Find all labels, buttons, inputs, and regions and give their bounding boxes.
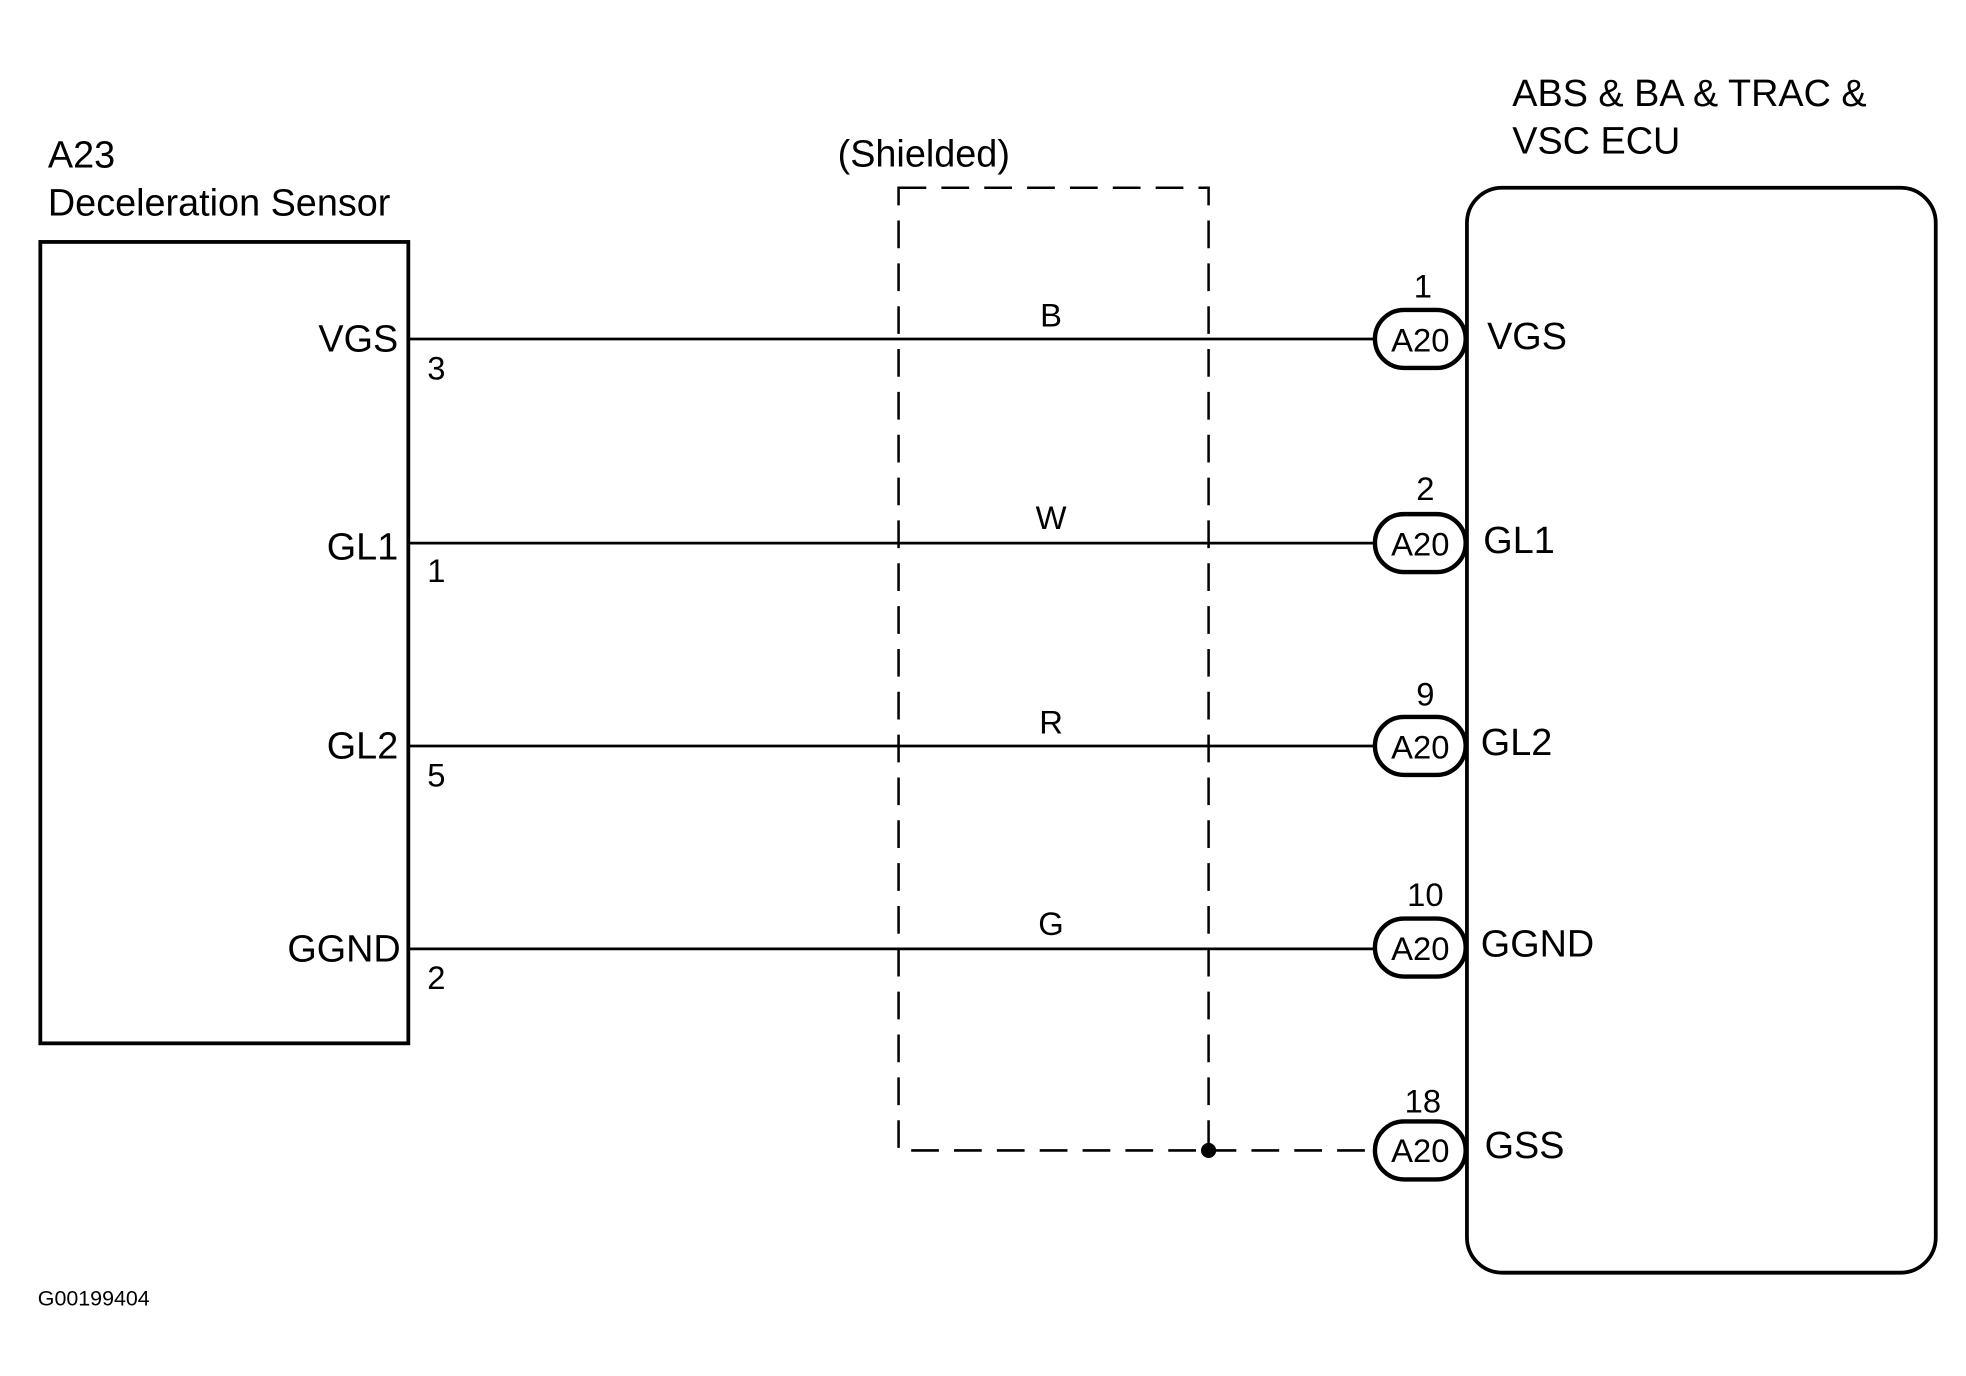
- wire-color-vgs: B: [1040, 296, 1062, 333]
- wire-color-ggnd: G: [1038, 905, 1063, 942]
- ecu-title-line2: VSC ECU: [1512, 121, 1680, 163]
- ecu-pin-number: 18: [1405, 1083, 1441, 1120]
- ecu-connector-gl1: 2 A20 GL1: [1372, 470, 1555, 575]
- ecu-signal: GSS: [1485, 1125, 1565, 1167]
- connector-oval: [1372, 714, 1468, 778]
- sensor-pin-vgs: 3: [427, 349, 445, 386]
- ecu-pin-number: 1: [1414, 267, 1432, 304]
- wire-color-gl1: W: [1036, 499, 1067, 536]
- sensor-pin-gl1: 1: [427, 552, 445, 589]
- connector-id: A20: [1391, 930, 1449, 967]
- sensor-signal-ggnd: GGND: [287, 928, 400, 970]
- ecu-connector-gl2: 9 A20 GL2: [1372, 676, 1552, 778]
- connector-oval: [1372, 511, 1468, 575]
- connector-oval: [1372, 916, 1468, 979]
- sensor-box: [38, 240, 411, 1046]
- sensor-pin-ggnd: 2: [427, 959, 445, 996]
- shield-box: [897, 186, 1210, 1152]
- connector-id: A20: [1391, 526, 1449, 563]
- ecu-pin-number: 2: [1416, 470, 1434, 507]
- sensor-signal-gl2: GL2: [327, 726, 398, 768]
- sensor-id: A23: [48, 135, 115, 177]
- sensor-pin-gl2: 5: [427, 756, 445, 793]
- ecu-title-line1: ABS & BA & TRAC &: [1512, 73, 1866, 115]
- sensor-name: Deceleration Sensor: [48, 182, 390, 224]
- connector-id: A20: [1391, 1132, 1449, 1169]
- shield-label: (Shielded): [838, 133, 1010, 175]
- connector-id: A20: [1391, 322, 1449, 359]
- sensor-signal-vgs: VGS: [318, 319, 398, 361]
- wire-color-gl2: R: [1039, 703, 1063, 740]
- ecu-pin-number: 9: [1416, 676, 1434, 713]
- ecu-signal: GL1: [1483, 520, 1554, 562]
- sensor-signal-gl1: GL1: [327, 526, 398, 568]
- ecu-connector-vgs: 1 A20 VGS: [1372, 267, 1567, 371]
- ecu-signal: GL2: [1481, 722, 1552, 764]
- ecu-signal: VGS: [1487, 316, 1567, 358]
- connector-oval: [1372, 307, 1468, 371]
- ecu-signal: GGND: [1481, 923, 1594, 965]
- figure-id: G00199404: [38, 1286, 150, 1310]
- ecu-pin-number: 10: [1407, 876, 1443, 913]
- ecu-connector-gss: 18 A20 GSS: [1372, 1083, 1565, 1182]
- connector-id: A20: [1391, 729, 1449, 766]
- ecu-box: [1465, 185, 1938, 1275]
- connector-oval: [1372, 1119, 1468, 1182]
- ecu-connector-ggnd: 10 A20 GGND: [1372, 876, 1594, 979]
- shield-junction-dot: [1201, 1142, 1217, 1159]
